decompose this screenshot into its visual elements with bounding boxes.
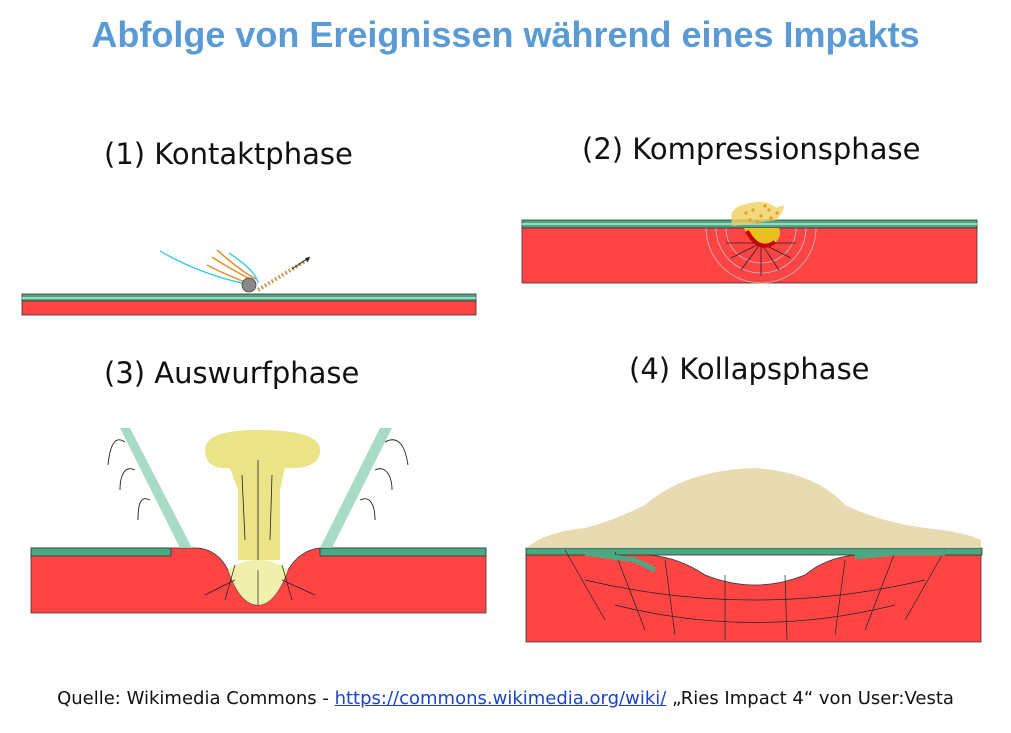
source-link[interactable]: https://commons.wikimedia.org/wiki/ [334,688,667,709]
source-citation: Quelle: Wikimedia Commons - https://comm… [0,688,1011,709]
panel-1-label: (1) Kontaktphase [104,137,353,171]
collapse-phase-diagram [525,468,983,643]
contact-phase-diagram [21,249,477,316]
panel-4-label: (4) Kollapsphase [629,352,870,386]
page-title: Abfolge von Ereignissen während eines Im… [91,14,920,55]
ejection-phase-diagram [30,428,487,614]
compression-phase-diagram [521,201,978,284]
source-suffix: „Ries Impact 4“ von User:Vesta [666,688,954,709]
panel-2-label: (2) Kompressionsphase [582,132,921,166]
panel-3-label: (3) Auswurfphase [104,356,360,390]
source-prefix: Quelle: Wikimedia Commons - [57,688,335,709]
